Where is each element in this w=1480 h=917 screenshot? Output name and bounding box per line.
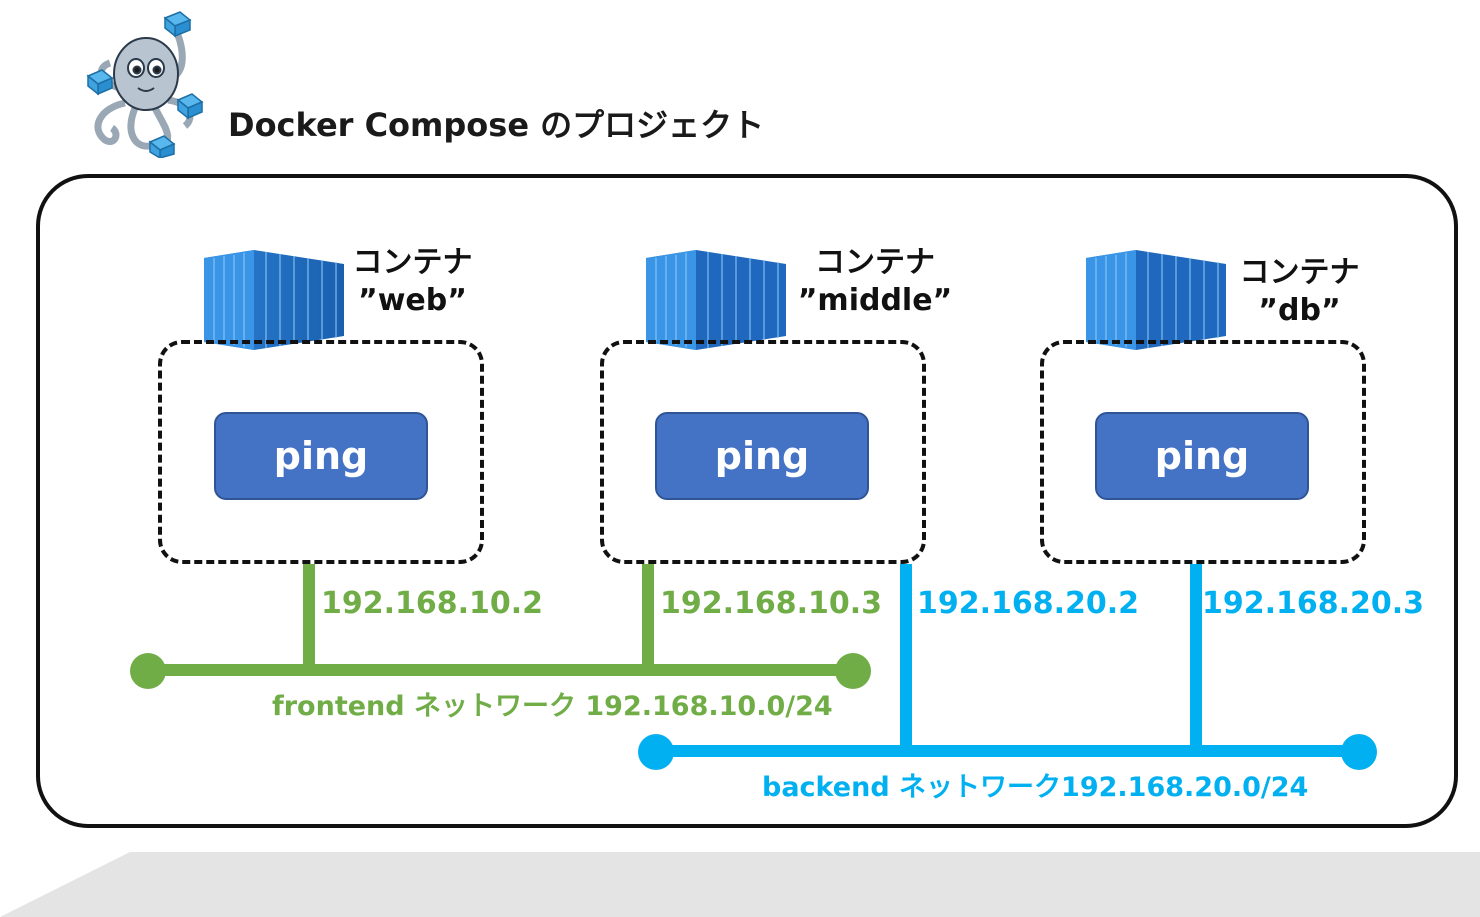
container-label-name: ”web” <box>358 283 467 318</box>
container-label-line1: コンテナ <box>1239 255 1360 290</box>
ip-web-frontend: 192.168.10.2 <box>321 586 544 621</box>
container-label-line1: コンテナ <box>352 245 473 280</box>
shipping-container-icon <box>204 250 344 350</box>
container-web <box>158 340 484 564</box>
docker-compose-octopus-icon <box>86 11 204 158</box>
ping-process-db: ping <box>1095 412 1309 500</box>
project-boundary <box>36 174 1458 828</box>
container-label-middle: コンテナ ”middle” <box>795 244 955 320</box>
frontend-network-label: frontend ネットワーク 192.168.10.0/24 <box>272 691 833 722</box>
container-label-name: ”db” <box>1258 293 1341 328</box>
backend-network-label: backend ネットワーク192.168.20.0/24 <box>762 772 1309 803</box>
container-label-db: コンテナ ”db” <box>1232 254 1367 330</box>
ping-process-middle: ping <box>655 412 869 500</box>
ip-db-backend: 192.168.20.3 <box>1202 586 1425 621</box>
ip-middle-backend: 192.168.20.2 <box>917 586 1140 621</box>
ip-middle-frontend: 192.168.10.3 <box>660 586 883 621</box>
project-title: Docker Compose のプロジェクト <box>228 106 765 144</box>
ping-process-web: ping <box>214 412 428 500</box>
floor-shadow <box>0 852 1480 917</box>
container-label-name: ”middle” <box>797 283 953 318</box>
backend-network <box>638 564 1377 770</box>
container-label-line1: コンテナ <box>815 245 935 280</box>
shipping-container-icon <box>1086 250 1226 350</box>
shipping-container-icon <box>646 250 786 350</box>
frontend-network <box>130 564 871 689</box>
container-db <box>1040 340 1366 564</box>
container-middle <box>600 340 926 564</box>
container-label-web: コンテナ ”web” <box>345 244 480 320</box>
